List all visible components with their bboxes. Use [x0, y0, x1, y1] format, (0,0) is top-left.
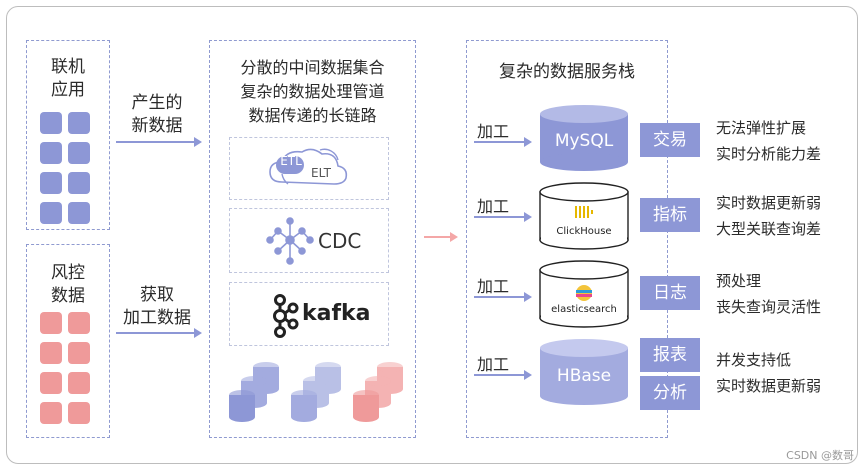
row2-desc-1: 实时数据更新弱 [716, 194, 822, 212]
row3-arrow [474, 292, 532, 302]
online-app-block [68, 112, 90, 134]
hbase-label: HBase [556, 366, 612, 386]
service-stack-box [466, 40, 668, 438]
clickhouse-db-icon [539, 182, 629, 250]
middle-title-3: 数据传递的长链路 [248, 106, 377, 125]
etl-text: ETL [280, 154, 302, 168]
row1-desc-1: 无法弹性扩展 [716, 119, 807, 137]
row2-process-label: 加工 [477, 197, 510, 216]
elt-text: ELT [311, 166, 331, 180]
middle-title-1: 分散的中间数据集合 [240, 58, 385, 77]
kafka-box: kafka [229, 282, 389, 346]
row3-desc-1: 预处理 [716, 272, 762, 290]
risk-data-block [68, 312, 90, 334]
online-app-label-2: 应用 [51, 80, 85, 100]
arrow-to-service-stack [424, 232, 458, 242]
tag-report: 报表 [640, 338, 700, 372]
risk-data-label-2: 数据 [51, 286, 85, 306]
online-app-block [68, 172, 90, 194]
risk-data-box [26, 244, 110, 438]
online-app-box [26, 40, 110, 230]
row3-process-label: 加工 [477, 277, 510, 296]
row2-arrow [474, 212, 532, 222]
risk-data-block [68, 372, 90, 394]
hbase-db-icon [540, 339, 628, 405]
middle-title-2: 复杂的数据处理管道 [240, 82, 385, 101]
online-app-label-1: 联机 [51, 57, 85, 77]
online-app-block [68, 202, 90, 224]
risk-data-block [40, 342, 62, 364]
clickhouse-label: ClickHouse [556, 226, 612, 237]
online-app-block [68, 142, 90, 164]
mysql-label: MySQL [554, 131, 614, 151]
online-app-icon-grid [40, 112, 90, 224]
cdc-box: CDC [229, 208, 389, 273]
tag-metrics: 指标 [640, 198, 700, 232]
row2-desc-2: 大型关联查询差 [716, 220, 822, 238]
arrow-processed-data [116, 328, 202, 338]
risk-data-block [68, 402, 90, 424]
service-stack-title: 复杂的数据服务栈 [499, 62, 635, 82]
etl-cloud-icon [269, 148, 348, 185]
row1-desc-2: 实时分析能力差 [716, 145, 822, 163]
risk-data-block [40, 372, 62, 394]
diagram-frame [6, 6, 858, 464]
online-app-block [40, 202, 62, 224]
cdc-text: CDC [318, 229, 362, 253]
row4-desc-1: 并发支持低 [716, 351, 792, 369]
kafka-text: kafka [302, 301, 371, 326]
arrow1-label-2: 新数据 [131, 116, 183, 136]
risk-data-icon-grid [40, 312, 90, 424]
kafka-logo-icon [273, 294, 299, 338]
row4-process-label: 加工 [477, 355, 510, 374]
arrow-new-data [116, 137, 202, 147]
online-app-block [40, 172, 62, 194]
tag-transaction: 交易 [640, 123, 700, 157]
risk-data-block [40, 312, 62, 334]
database-stack-icons [229, 362, 403, 422]
arrow2-label-2: 加工数据 [123, 308, 191, 328]
cdc-network-icon [266, 217, 314, 265]
mysql-db-icon [540, 105, 628, 171]
row4-desc-2: 实时数据更新弱 [716, 377, 822, 395]
online-app-block [40, 142, 62, 164]
row3-desc-2: 丧失查询灵活性 [716, 298, 822, 316]
row4-arrow [474, 370, 532, 380]
row1-arrow [474, 137, 532, 147]
etl-box: ETL ELT [229, 137, 389, 200]
arrow2-label-1: 获取 [140, 285, 174, 305]
arrow1-label-1: 产生的 [131, 93, 183, 113]
watermark: CSDN @数哥 [786, 449, 854, 462]
risk-data-label-1: 风控 [51, 263, 85, 283]
middle-pipeline-box [209, 40, 416, 438]
risk-data-block [40, 402, 62, 424]
row1-process-label: 加工 [477, 122, 510, 141]
online-app-block [40, 112, 62, 134]
elasticsearch-db-icon [539, 260, 629, 328]
elasticsearch-label: elasticsearch [551, 304, 617, 315]
tag-analysis: 分析 [640, 376, 700, 410]
risk-data-block [68, 342, 90, 364]
tag-logs: 日志 [640, 276, 700, 310]
